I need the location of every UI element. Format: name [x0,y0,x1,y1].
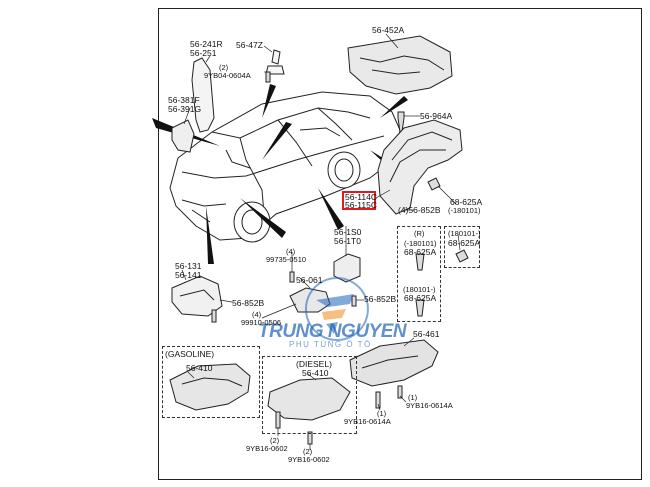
label-56-141: 56-141 [175,270,202,280]
car-body [169,91,401,243]
gasoline-group-box [162,346,260,418]
label-qty-4b: (4) [252,310,262,319]
watermark-brand: TRUNG NGUYEN [258,321,407,342]
label-9yb16-0602-right: 9YB16-0602 [288,455,330,464]
gasoline-cover-part [169,363,251,411]
top-clip-group-box [444,226,480,268]
label-qty-1a: (1) [377,409,387,418]
label-56-391g: 56-391G [168,104,202,114]
label-56-241r: 56-241R [190,39,223,49]
label-68-625a-top: 68-625A [450,197,483,207]
side-pad-part [171,119,195,153]
label-68-625a-b: 68-625A [448,238,481,248]
label-99910-0506: 99910-0506 [241,318,282,327]
label-180101-r2: (180101-) [403,285,436,294]
label-56-131: 56-131 [175,261,202,271]
label-180101-top: (-180101) [448,206,481,215]
label-qty-1b: (1) [408,393,418,402]
label-4-56-852b: (4)56-852B [398,205,441,215]
leader-lines [181,33,461,450]
diagram-frame [158,8,642,480]
watermark-tagline: PHỤ TÙNG Ô TÔ [289,340,372,349]
label-99735-0510: 99735-0510 [266,255,307,264]
label-9yb16-0614a-left: 9YB16-0614A [344,417,391,426]
clip-part [265,49,285,75]
label-56-461: 56-461 [413,329,440,339]
label-180101-b: (180101-) [448,229,481,238]
label-56-410-diesel: 56-410 [302,368,329,378]
label-9yb04-0604a: 9YB04-0604A [204,71,251,80]
label-56-852b-mid: 56-852B [364,294,397,304]
label-qty-2a: (2) [219,63,229,72]
watermark-logo-icon [305,277,369,341]
label-r: (R) [414,229,425,238]
label-9yb16-0614a-right: 9YB16-0614A [406,401,453,410]
label-56-1t0: 56-1T0 [334,236,361,246]
diesel-group-box [262,356,357,434]
label-56-115c: 56-115C [345,200,377,210]
shield-part [333,253,361,283]
label-56-381f: 56-381F [168,95,200,105]
label-56-251: 56-251 [190,48,217,58]
rear-cover-part [349,339,439,387]
undercover-part [347,35,453,95]
label-qty-2c: (2) [303,447,313,456]
label-56-47z: 56-47Z [236,40,263,50]
diesel-cover-part [267,377,351,421]
label-56-114c: 56-114C [345,192,377,202]
label-56-061: 56-061 [296,275,323,285]
label-56-1s0: 56-1S0 [334,227,362,237]
label-68-625a-r2: 68-625A [404,293,437,303]
label-56-964a: 56-964A [420,111,453,121]
label-56-852b-left: 56-852B [232,298,265,308]
label-56-452a: 56-452A [372,25,405,35]
label-9yb16-0602-left: 9YB16-0602 [246,444,288,453]
label-gasoline: (GASOLINE) [165,349,215,359]
label-qty-2b: (2) [270,436,280,445]
label-180101-r1: (-180101) [404,239,437,248]
label-68-625a-r1: 68-625A [404,247,437,257]
label-56-410-gasoline: 56-410 [186,363,213,373]
highlight-box [342,191,376,210]
label-qty-4a: (4) [286,247,296,256]
trim-strip-part [191,57,215,133]
label-diesel: (DIESEL) [296,359,332,369]
rh-clip-group-box [397,226,441,322]
